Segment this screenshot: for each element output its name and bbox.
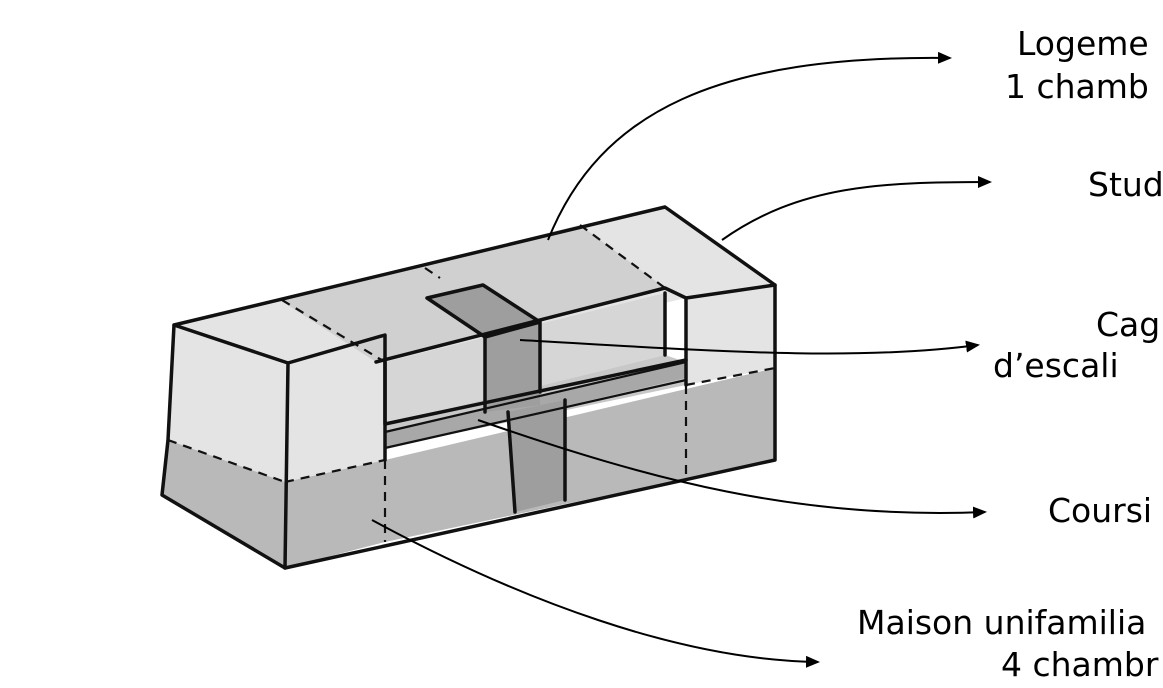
label-logement-line2: 1 chamb (1005, 67, 1149, 106)
dash-floor-line-front (167, 438, 286, 484)
stair-upper-face (485, 322, 540, 412)
dash-floor-line-long (284, 366, 776, 484)
stair-lower-face (508, 400, 565, 512)
label-cage-line1: Cag (1096, 305, 1160, 344)
left-studio-side (285, 335, 385, 482)
dash-roof-right (579, 224, 666, 289)
arrow-maison (371, 519, 820, 668)
label-maison-line1: Maison unifamilia (857, 603, 1146, 642)
arrow-logement (547, 51, 952, 241)
label-maison-line2: 4 chambr (1001, 645, 1159, 684)
outline-stair (425, 283, 567, 514)
labels: Logeme 1 chamb Stud Cag d’escali Coursi … (857, 24, 1163, 684)
stair-top (427, 285, 540, 337)
right-studio-side (686, 285, 775, 385)
label-logement-line1: Logeme (1017, 24, 1149, 63)
house-long-face (285, 460, 385, 568)
label-coursive: Coursi (1048, 491, 1152, 530)
house-long-face-mid (385, 368, 775, 542)
arrow-coursive (477, 419, 987, 519)
outline-main (160, 205, 777, 570)
outline-recess (374, 286, 688, 426)
label-cage-line2: d’escali (993, 346, 1119, 385)
arrow-cage (519, 339, 980, 355)
outline-recess-floor (384, 360, 687, 450)
label-studio: Stud (1088, 165, 1163, 204)
leader-arrows (371, 51, 992, 668)
dash-roof-left (281, 299, 386, 363)
arrow-studio (721, 176, 992, 241)
lower-front-face (162, 440, 285, 568)
outline-right-block (684, 283, 777, 387)
upper-front-face (168, 325, 288, 482)
dash-roof-mid (424, 267, 441, 279)
building-volume (160, 205, 777, 570)
